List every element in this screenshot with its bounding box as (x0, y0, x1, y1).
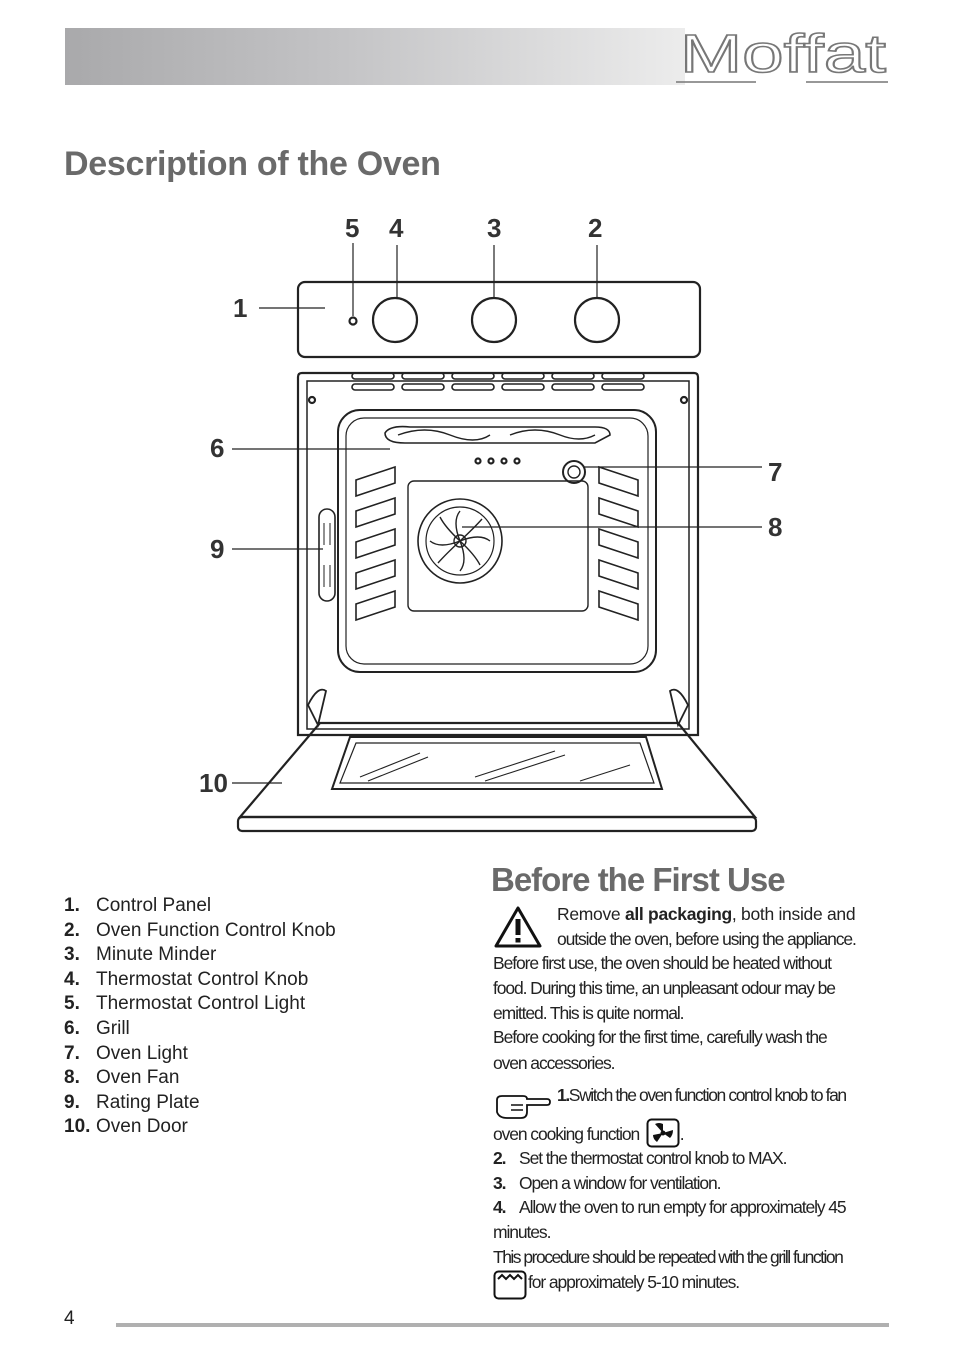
callout-1: 1 (233, 293, 247, 323)
callout-9: 9 (210, 534, 224, 564)
callout-5: 5 (345, 213, 359, 243)
body-text-line: food. During this time, an unpleasant od… (493, 978, 836, 998)
pointing-hand-icon (496, 1095, 551, 1119)
list-item: 6.Grill (64, 1017, 130, 1039)
step-1-continued: oven cooking function . (493, 1118, 685, 1148)
thermostat-light-drawing (348, 316, 358, 326)
oven-diagram: 1 2 3 4 5 6 7 8 9 10 (199, 213, 782, 833)
header-gradient-bar (65, 28, 685, 85)
control-panel-drawing (296, 280, 702, 359)
list-item: 7.Oven Light (64, 1042, 188, 1064)
callout-2: 2 (588, 213, 602, 243)
section-heading: Before the First Use (491, 861, 786, 898)
list-item: 4.Thermostat Control Knob (64, 968, 309, 990)
function-knob-drawing (573, 296, 621, 344)
step-1: 1.Switch the oven function control knob … (557, 1085, 847, 1105)
callout-10: 10 (199, 768, 228, 798)
grill-icon (493, 1270, 527, 1300)
moffat-logo: Moffat (676, 23, 888, 85)
body-text-line: emitted. This is quite normal. (493, 1003, 684, 1023)
warning-triangle-icon (494, 906, 542, 948)
list-item: 1.Control Panel (64, 895, 212, 916)
fan-icon (646, 1118, 680, 1148)
callout-8: 8 (768, 512, 782, 542)
page-title: Description of the Oven (64, 145, 441, 183)
repeat-line: This procedure should be repeated with t… (493, 1247, 844, 1267)
repeat-line-continued: for approximately 5-10 minutes. (528, 1272, 740, 1292)
warning-text-line-2: outside the oven, before using the appli… (557, 929, 857, 949)
step-4: 4.Allow the oven to run empty for approx… (493, 1197, 847, 1217)
thermostat-knob-drawing (371, 296, 419, 344)
page-number: 4 (64, 1308, 75, 1329)
body-text-line: Before first use, the oven should be hea… (493, 953, 832, 973)
footer-rule (116, 1323, 889, 1327)
minute-minder-drawing (470, 296, 518, 344)
list-item: 10.Oven Door (64, 1116, 188, 1138)
list-item: 2.Oven Function Control Knob (64, 919, 336, 941)
body-text-line: oven accessories. (493, 1053, 615, 1073)
parts-list: 1.Control Panel 2.Oven Function Control … (64, 894, 336, 1140)
svg-text:Moffat: Moffat (680, 24, 886, 84)
callout-3: 3 (487, 213, 501, 243)
list-item: 8.Oven Fan (64, 1067, 180, 1089)
list-item: 9.Rating Plate (64, 1091, 200, 1113)
callout-7: 7 (768, 457, 782, 487)
callout-4: 4 (389, 213, 404, 243)
callout-6: 6 (210, 433, 224, 463)
step-3: 3.Open a window for ventilation. (493, 1173, 722, 1193)
body-text-line: Before cooking for the first time, caref… (493, 1027, 828, 1047)
step-4-continued: minutes. (493, 1222, 551, 1242)
step-2: 2.Set the thermostat control knob to MAX… (493, 1148, 788, 1168)
warning-text-line-1: Remove all packaging, both inside and (557, 904, 856, 924)
list-item: 5.Thermostat Control Light (64, 993, 306, 1015)
list-item: 3.Minute Minder (64, 944, 217, 966)
